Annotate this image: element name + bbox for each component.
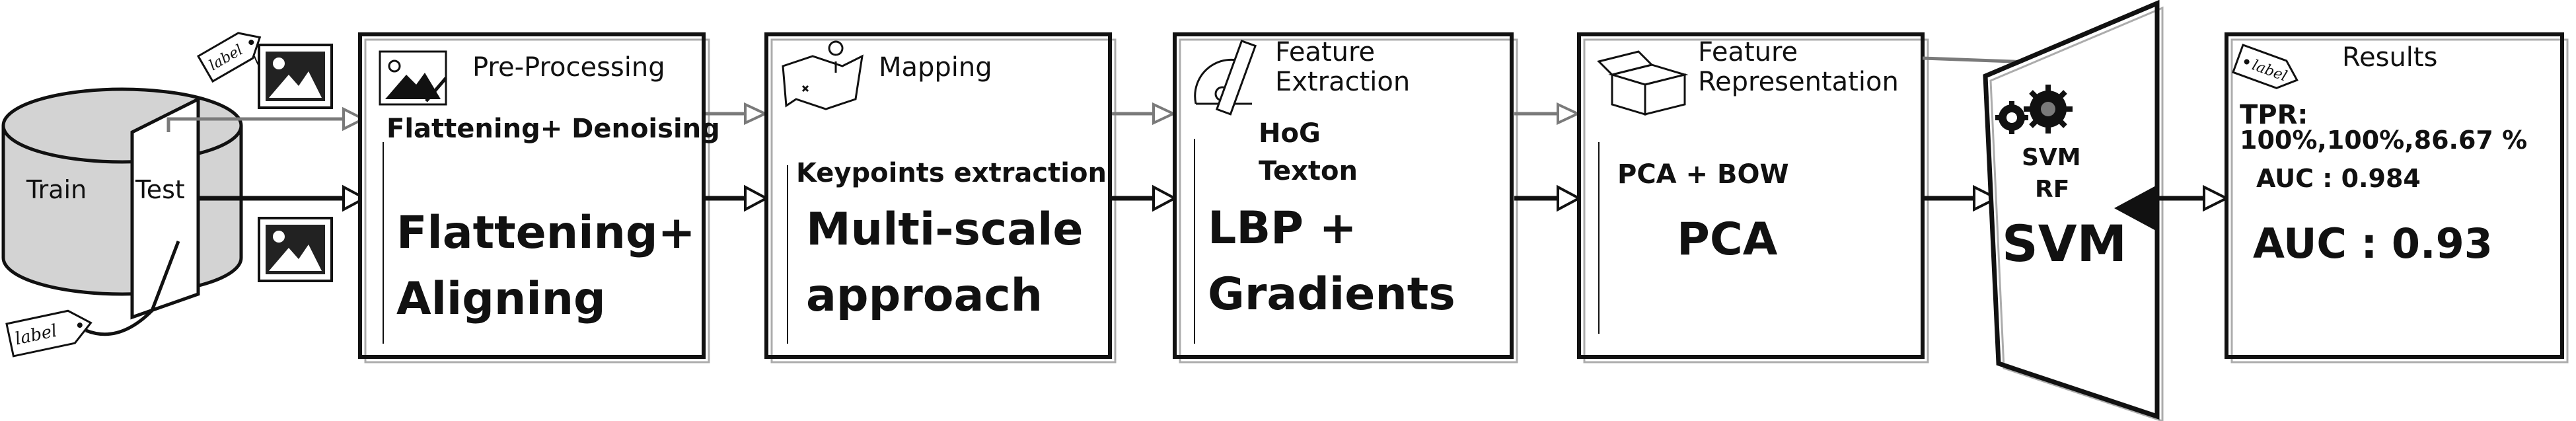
train-label: Train	[26, 175, 87, 204]
alt-method-line1: HoG	[1259, 118, 1321, 149]
stage-title-line2: Extraction	[1275, 67, 1410, 97]
label-tag-icon: label	[196, 32, 262, 83]
auc-alt: AUC : 0.984	[2256, 164, 2421, 193]
main-method: SVM	[2002, 214, 2127, 273]
tpr-label: TPR:	[2240, 100, 2308, 130]
open-box-icon	[1597, 50, 1689, 116]
alt-method: Keypoints extraction	[796, 158, 1107, 188]
main-method-line1: LBP +	[1208, 202, 1357, 254]
stage-pre-processing: Pre-Processing Flattening+ Denoising Fla…	[358, 32, 720, 364]
stage-mapping: Mapping Keypoints extraction Multi-scale…	[764, 32, 1117, 364]
stage-title-line1: Feature	[1275, 37, 1375, 67]
stage-feature-extraction: Feature Extraction HoG Texton LBP + Grad…	[1173, 32, 1518, 364]
alt-method-line2: Texton	[1259, 156, 1358, 186]
results-title: Results	[2342, 42, 2437, 73]
tpr-values: 100%,100%,86.67 %	[2240, 126, 2527, 155]
alt-method: Flattening+ Denoising	[386, 114, 720, 144]
drafting-tools-icon	[1194, 39, 1257, 116]
alt-method-line1: SVM	[2022, 144, 2081, 171]
map-pin-icon	[782, 40, 864, 110]
label-tag-icon: label	[2232, 44, 2299, 89]
image-thumbnail-icon	[258, 217, 333, 282]
main-method-line1: Multi-scale	[806, 204, 1084, 256]
gears-icon	[1995, 85, 2073, 134]
stage-classifier: SVM RF SVM	[1983, 0, 2164, 421]
main-method-line2: approach	[806, 270, 1043, 322]
train-flow-arrow	[166, 117, 344, 132]
stage-title: Mapping	[879, 52, 992, 83]
dataset-cylinder: Train Test	[1, 87, 243, 320]
main-method-line2: Gradients	[1208, 268, 1455, 321]
main-method: PCA	[1677, 213, 1778, 266]
stage-title-line2: Representation	[1698, 67, 1899, 97]
image-thumbnail-icon	[258, 44, 333, 109]
test-slice	[130, 96, 200, 320]
results-box: label Results TPR: 100%,100%,86.67 % AUC…	[2225, 32, 2569, 364]
alt-method: PCA + BOW	[1617, 159, 1789, 190]
label-tag-icon: label	[5, 309, 92, 358]
stage-title: Pre-Processing	[472, 52, 665, 83]
alt-method-line2: RF	[2035, 176, 2069, 203]
main-method-line1: Flattening+	[396, 207, 696, 259]
test-label: Test	[135, 175, 185, 204]
main-method-line2: Aligning	[396, 273, 606, 325]
stage-title-line1: Feature	[1698, 37, 1798, 67]
picture-edit-icon	[379, 50, 447, 106]
stage-feature-representation: Feature Representation PCA + BOW PCA	[1577, 32, 1929, 364]
auc-main: AUC : 0.93	[2253, 219, 2493, 268]
